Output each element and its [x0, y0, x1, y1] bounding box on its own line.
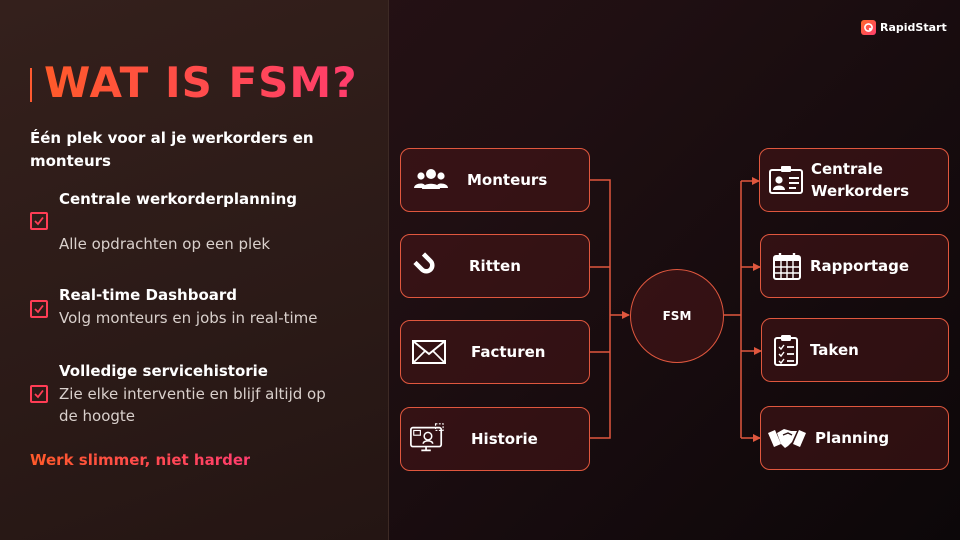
feature-title: Real-time Dashboard	[59, 286, 238, 304]
feature-description: Alle opdrachten op een plek	[59, 235, 271, 253]
checkbox-icon	[30, 300, 48, 318]
fsm-hub: FSM	[630, 269, 724, 363]
brand-name: RapidStart	[880, 21, 947, 34]
users-icon	[413, 165, 449, 195]
node-label: Ritten	[469, 257, 521, 275]
handshake-icon	[767, 423, 807, 453]
node-label: Taken	[810, 341, 859, 359]
checkbox-icon	[30, 212, 48, 230]
checkbox-icon	[30, 385, 48, 403]
output-node-centrale-werkorders: Centrale Werkorders	[759, 148, 949, 212]
output-node-taken: Taken	[761, 318, 949, 382]
input-node-ritten: Ritten	[400, 234, 590, 298]
feature-title: Volledige servicehistorie	[59, 362, 268, 380]
feature-description: Zie elke interventie en blijf altijd op …	[59, 385, 326, 425]
feature-title: Centrale werkorderplanning	[59, 190, 298, 208]
node-label: Rapportage	[810, 257, 910, 275]
node-label: Facturen	[471, 343, 546, 361]
node-label: Planning	[815, 429, 890, 447]
output-node-rapportage: Rapportage	[760, 234, 949, 298]
node-label: Historie	[471, 430, 538, 448]
node-label: Centrale Werkorders	[811, 160, 910, 200]
input-node-monteurs: Monteurs	[400, 148, 590, 212]
envelope-icon	[411, 337, 447, 367]
hub-label: FSM	[662, 309, 692, 323]
id-card-icon	[768, 165, 804, 195]
rapidstart-logo-icon	[861, 20, 876, 35]
subtitle: Één plek voor al je werkorders en monteu…	[30, 129, 314, 170]
title-accent-bar	[30, 68, 32, 102]
node-label: Monteurs	[467, 171, 548, 189]
magnet-icon	[409, 251, 445, 281]
tagline: Werk slimmer, niet harder	[30, 451, 251, 469]
connector-line	[590, 179, 611, 439]
output-node-planning: Planning	[760, 406, 949, 470]
page-title: WAT IS FSM?	[44, 58, 358, 107]
clipboard-icon	[768, 335, 804, 366]
feature-description: Volg monteurs en jobs in real-time	[59, 309, 318, 327]
left-panel: WAT IS FSM? Één plek voor al je werkorde…	[0, 0, 389, 540]
monitor-user-icon	[409, 423, 445, 454]
calendar-icon	[769, 251, 805, 281]
input-node-historie: Historie	[400, 407, 590, 471]
input-node-facturen: Facturen	[400, 320, 590, 384]
